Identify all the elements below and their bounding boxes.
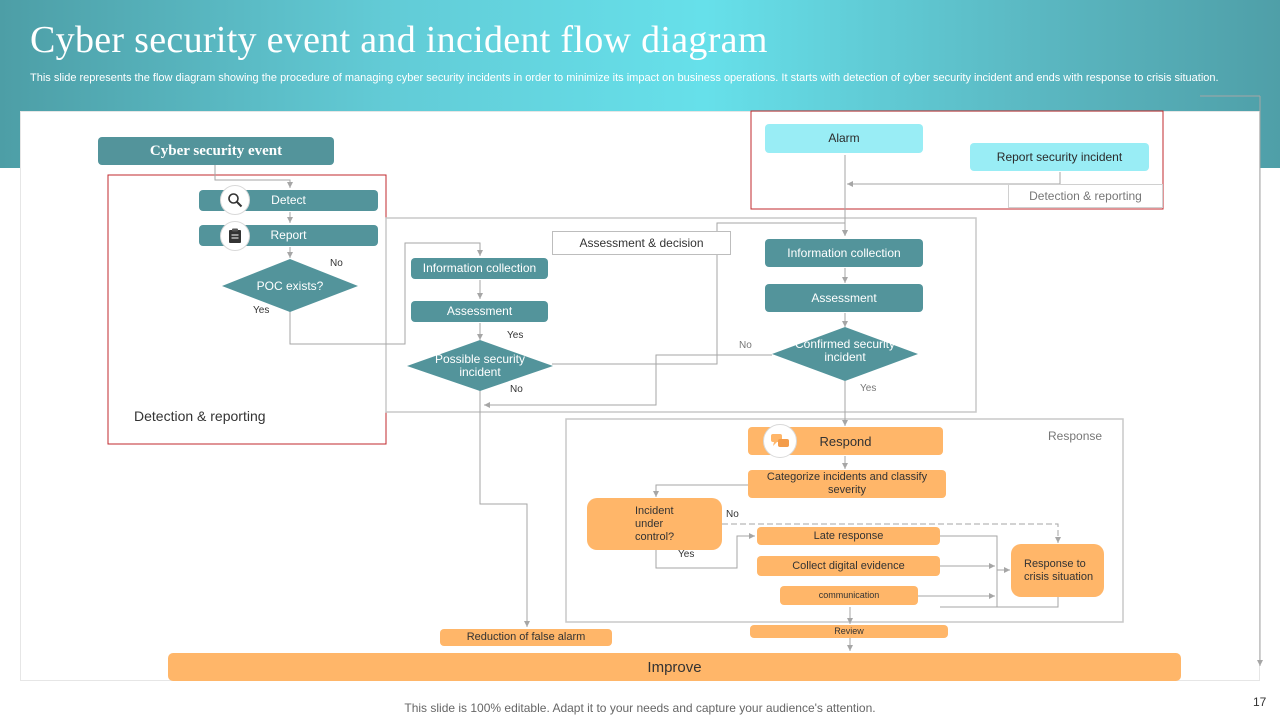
respond-icon-wrap xyxy=(763,424,797,458)
detection-frame-right xyxy=(750,110,1164,210)
possible-no-label: No xyxy=(510,384,523,395)
confirmed-diamond xyxy=(772,327,918,381)
clipboard-icon xyxy=(229,228,241,243)
chat-icon xyxy=(771,434,789,447)
confirmed-label: Confirmed security incident xyxy=(794,337,896,364)
respond-label: Respond xyxy=(819,433,872,449)
info-collection-right-label: Information collection xyxy=(787,245,901,260)
info-collection-left-label: Information collection xyxy=(422,261,537,275)
poc-label: POC exists? xyxy=(256,278,324,293)
detection-reporting-left-label: Detection & reporting xyxy=(134,408,266,424)
poc-diamond xyxy=(222,259,358,312)
assessment-decision-text: Assessment & decision xyxy=(579,236,704,250)
possible-no-line xyxy=(479,389,530,627)
false-alarm-box: Reduction of false alarm xyxy=(440,629,612,646)
possible-label: Possible security incident xyxy=(434,352,526,379)
assessment-left-label: Assessment xyxy=(446,304,513,318)
detect-label: Detect xyxy=(271,193,306,207)
alarm-label: Alarm xyxy=(828,131,860,145)
assessment-decision-label: Assessment & decision xyxy=(552,231,731,255)
incident-under-control-label: Incident under control? xyxy=(635,504,675,543)
info-collection-left-box: Information collection xyxy=(411,258,548,279)
crisis-response-box: Response to crisis situation xyxy=(1011,544,1104,597)
detection-reporting-right-box: Detection & reporting xyxy=(1008,184,1163,208)
control-yes-label: Yes xyxy=(678,549,695,560)
assessment-frame xyxy=(385,217,977,413)
control-no-line xyxy=(722,523,1061,543)
report-label: Report xyxy=(270,228,307,242)
confirmed-no-line xyxy=(484,354,772,408)
crisis-down-line xyxy=(997,597,1059,608)
slide-subtitle: This slide represents the flow diagram s… xyxy=(30,72,1219,84)
crisis-response-label: Response to crisis situation xyxy=(1024,557,1094,583)
assessment-right-label: Assessment xyxy=(811,290,877,305)
confirmed-no-label: No xyxy=(739,340,752,351)
possible-text: Possible security incident xyxy=(420,352,540,380)
possible-yes-label: Yes xyxy=(507,330,524,341)
improve-bar: Improve xyxy=(168,653,1181,681)
detection-frame-left xyxy=(107,174,387,445)
categorize-box: Categorize incidents and classify severi… xyxy=(748,470,946,498)
incident-under-control-box: Incident under control? xyxy=(587,498,722,550)
event-to-detect xyxy=(214,165,293,188)
assessment-left-box: Assessment xyxy=(411,301,548,322)
response-label: Response xyxy=(1048,429,1103,443)
page-number: 17 xyxy=(1253,695,1267,709)
confirmed-text: Confirmed security incident xyxy=(790,337,900,365)
cyber-security-event-label: Cyber security event xyxy=(149,142,283,159)
control-yes-line xyxy=(655,533,755,569)
communication-label: communication xyxy=(818,590,880,600)
magnifier-icon xyxy=(228,193,243,208)
poc-text: POC exists? xyxy=(240,276,340,296)
late-to-crisis xyxy=(940,535,998,608)
improve-label: Improve xyxy=(647,658,702,676)
report-security-incident-label: Report security incident xyxy=(996,149,1123,164)
confirmed-yes-label: Yes xyxy=(860,383,877,394)
control-no-label: No xyxy=(726,509,739,520)
categorize-label: Categorize incidents and classify severi… xyxy=(766,471,928,496)
info-collection-right-box: Information collection xyxy=(765,239,923,267)
poc-yes-label: Yes xyxy=(253,305,270,316)
communication-box: communication xyxy=(780,586,918,605)
late-response-box: Late response xyxy=(757,527,940,545)
cyber-security-event-box: Cyber security event xyxy=(98,137,334,165)
false-alarm-label: Reduction of false alarm xyxy=(466,631,586,643)
review-label: Review xyxy=(834,626,864,636)
poc-no-label: No xyxy=(330,258,343,269)
collect-evidence-label: Collect digital evidence xyxy=(792,559,905,572)
report-incident-line xyxy=(847,172,1061,187)
late-response-label: Late response xyxy=(813,529,884,542)
poc-yes-line xyxy=(289,242,483,345)
report-icon-wrap xyxy=(220,221,250,251)
footer-note: This slide is 100% editable. Adapt it to… xyxy=(404,701,876,715)
collect-evidence-box: Collect digital evidence xyxy=(757,556,940,576)
report-security-incident-box: Report security incident xyxy=(970,143,1149,171)
assessment-right-box: Assessment xyxy=(765,284,923,312)
detection-reporting-right-label: Detection & reporting xyxy=(1029,189,1142,203)
alarm-box: Alarm xyxy=(765,124,923,153)
slide-title: Cyber security event and incident flow d… xyxy=(30,19,768,61)
detect-icon-wrap xyxy=(220,185,250,215)
possible-diamond xyxy=(407,340,553,391)
review-box: Review xyxy=(750,625,948,638)
